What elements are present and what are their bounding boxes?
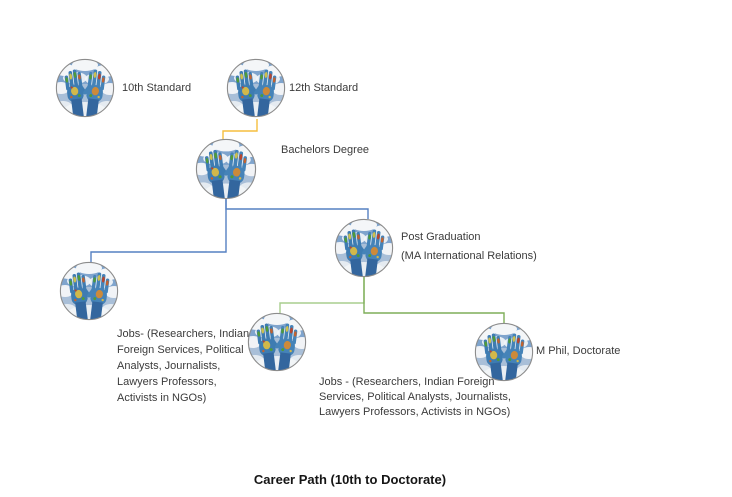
label-mphil-doctorate: M Phil, Doctorate: [536, 345, 621, 357]
node-post-graduation: [334, 218, 394, 278]
connector-postgrad-to-mphil: [363, 277, 505, 323]
label-bachelors-degree: Bachelors Degree: [281, 144, 370, 156]
connector-bachelors-to-jobs-left: [90, 199, 227, 262]
hands-world-map-image: [226, 58, 286, 118]
label-line: Jobs- (Researchers, Indian: [117, 328, 250, 340]
label-line: Lawyers Professors,: [117, 376, 217, 388]
label-line: Jobs - (Researchers, Indian Foreign: [319, 376, 495, 388]
node-10th-standard: [55, 58, 115, 118]
hands-world-map-image: [474, 322, 534, 382]
node-jobs-mid: [247, 312, 307, 372]
label-jobs-left: Jobs- (Researchers, Indian Foreign Servi…: [117, 326, 249, 406]
hands-world-map-image: [55, 58, 115, 118]
hands-world-map-image: [59, 261, 119, 321]
label-line: Lawyers Professors, Activists in NGOs): [319, 406, 511, 418]
hands-world-map-image: [334, 218, 394, 278]
diagram-caption: Career Path (10th to Doctorate): [253, 472, 447, 487]
label-10th-standard: 10th Standard: [122, 82, 192, 94]
node-12th-standard: [226, 58, 286, 118]
label-line: Foreign Services, Political: [117, 344, 244, 356]
connector-bachelors-to-postgrad: [225, 199, 369, 219]
node-mphil-doctorate: [474, 322, 534, 382]
connector-12th-to-bachelors: [222, 119, 258, 139]
label-line: Activists in NGOs): [117, 392, 207, 404]
label-line: Analysts, Journalists,: [117, 360, 221, 372]
label-line: Services, Political Analysts, Journalist…: [319, 391, 511, 403]
node-jobs-left: [59, 261, 119, 321]
hands-world-map-image: [247, 312, 307, 372]
label-line: (MA International Relations): [401, 250, 537, 262]
label-12th-standard: 12th Standard: [289, 82, 359, 94]
label-post-graduation: Post Graduation (MA International Relati…: [401, 228, 537, 266]
label-jobs-mid: Jobs - (Researchers, Indian Foreign Serv…: [319, 375, 511, 420]
node-bachelors-degree: [195, 138, 257, 200]
hands-world-map-image: [195, 138, 257, 200]
label-line: Post Graduation: [401, 231, 481, 243]
connector-postgrad-to-jobs-mid: [279, 277, 365, 313]
